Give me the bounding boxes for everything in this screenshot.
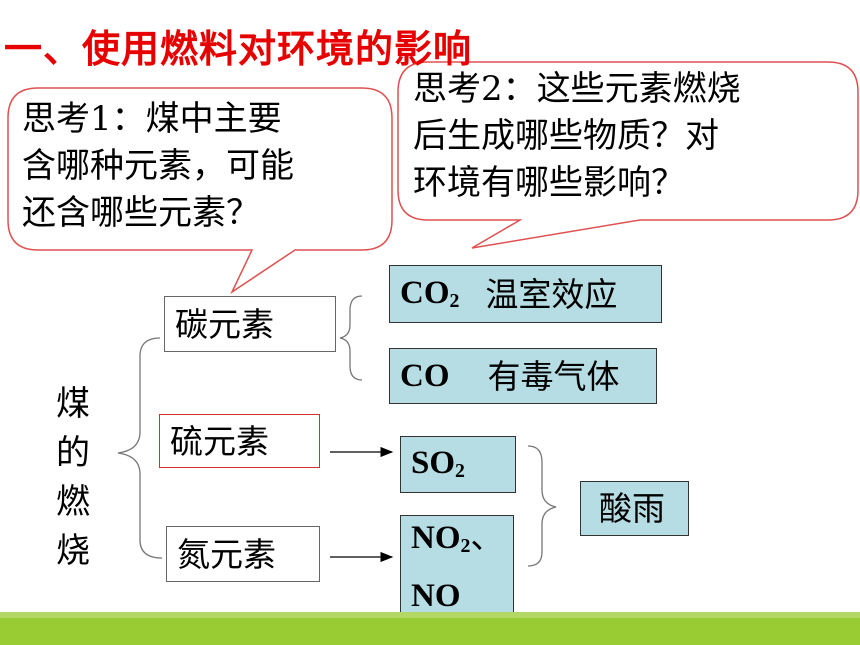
no-formula: NO <box>411 577 461 614</box>
carbon-element-box: 碳元素 <box>164 296 336 352</box>
so2-formula: SO2 <box>411 445 465 483</box>
coal-brace <box>117 337 163 559</box>
nitrogen-element-box: 氮元素 <box>166 526 320 582</box>
co-product-box: CO 有毒气体 <box>389 348 657 404</box>
page-title: 一、使用燃料对环境的影响 <box>4 27 473 71</box>
coal-combustion-label: 煤的燃烧 <box>56 384 90 571</box>
callout1-line-3: 还含哪些元素？ <box>22 193 260 233</box>
acid-rain-brace <box>527 445 557 567</box>
carbon-brace <box>339 295 363 381</box>
co2-effect: 温室效应 <box>485 274 618 314</box>
co2-product-box: CO2 温室效应 <box>389 265 662 323</box>
callout1-line-2: 含哪种元素，可能 <box>22 146 294 186</box>
callout1-bubble <box>7 87 393 295</box>
callout2-bubble <box>397 61 859 249</box>
bottom-band-highlight <box>0 612 860 618</box>
callout2-line-2: 后生成哪些物质？对 <box>413 116 719 156</box>
acid-rain-box: 酸雨 <box>580 481 689 536</box>
nitrogen-element-label: 氮元素 <box>177 534 276 574</box>
no2-no-product-box: NO2、 NO <box>400 515 514 617</box>
co2-formula: CO2 <box>400 274 460 312</box>
callout1-line-1: 思考1：煤中主要 <box>22 99 282 139</box>
callout2-line-3: 环境有哪些影响？ <box>413 163 685 203</box>
no2-formula: NO2、 <box>411 516 504 557</box>
carbon-element-label: 碳元素 <box>175 304 274 344</box>
so2-product-box: SO2 <box>400 436 516 493</box>
co-effect: 有毒气体 <box>487 356 620 396</box>
sulfur-element-box: 硫元素 <box>159 414 320 468</box>
callout2-text: 思考2：这些元素燃烧 后生成哪些物质？对 环境有哪些影响？ <box>413 66 741 207</box>
co-formula: CO <box>400 357 450 394</box>
callout1-text: 思考1：煤中主要 含哪种元素，可能 还含哪些元素？ <box>22 96 294 237</box>
callout2-line-1: 思考2：这些元素燃烧 <box>413 69 741 109</box>
acid-rain-label: 酸雨 <box>599 489 665 528</box>
sulfur-element-label: 硫元素 <box>170 421 269 461</box>
